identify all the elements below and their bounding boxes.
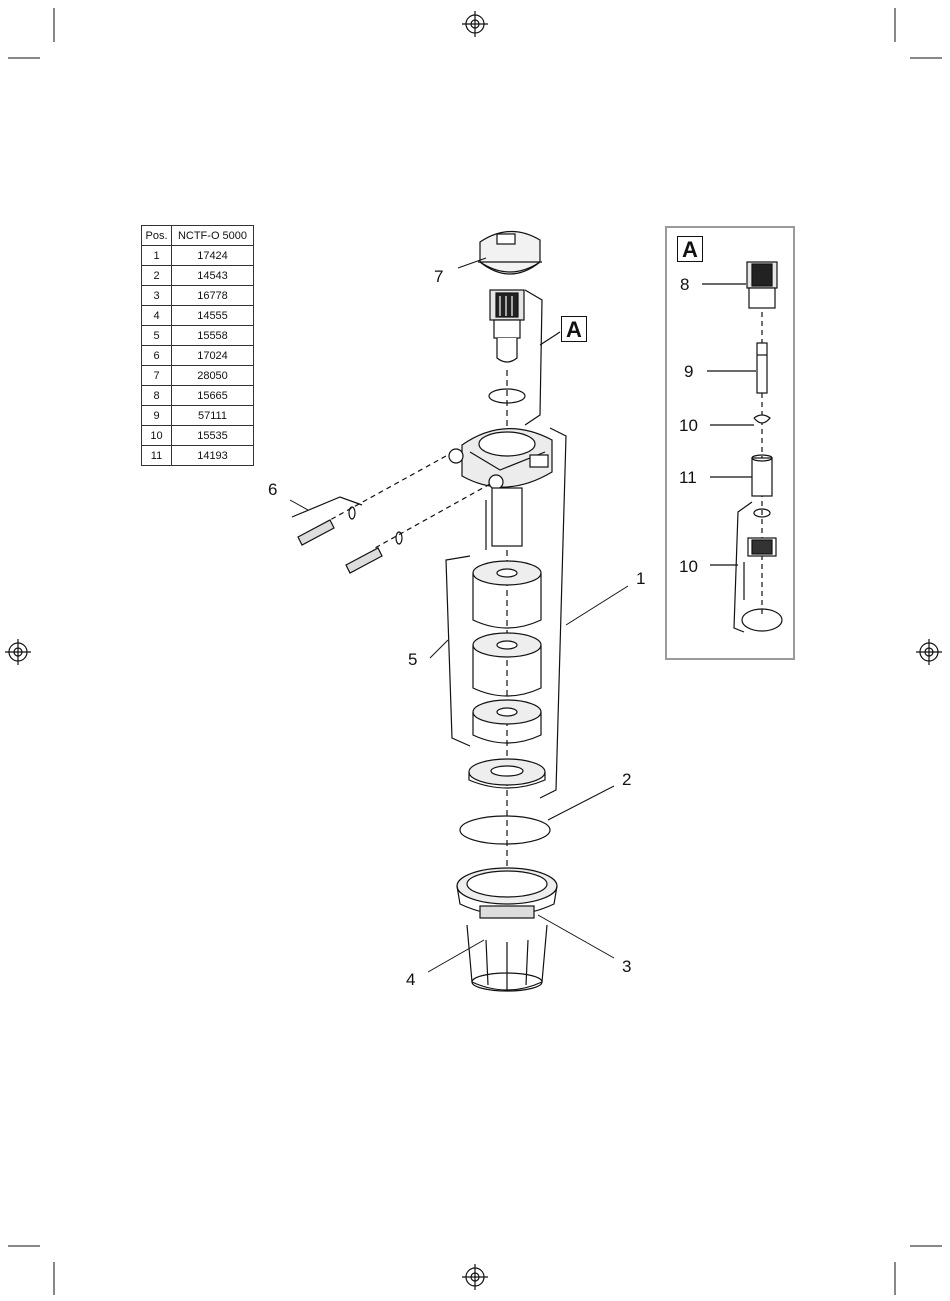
pos-cell: 3	[142, 286, 172, 306]
registration-mark-top	[462, 11, 488, 37]
part-1-base-plate	[469, 759, 545, 788]
registration-mark-right	[916, 639, 942, 665]
part-8-uvc-head	[490, 290, 524, 362]
callout-8: 8	[680, 276, 689, 293]
pos-cell: 1	[142, 246, 172, 266]
part-number-cell: 28050	[172, 366, 254, 386]
leader-lines	[290, 258, 628, 972]
callout-10-lower: 10	[679, 558, 698, 575]
part-1-housing-top	[449, 429, 552, 550]
callout-7: 7	[434, 268, 443, 285]
part-number-cell: 14555	[172, 306, 254, 326]
header-pos: Pos.	[142, 226, 172, 246]
part-number-cell: 57111	[172, 406, 254, 426]
part-number-cell: 17424	[172, 246, 254, 266]
part-number-cell: 14543	[172, 266, 254, 286]
pos-cell: 8	[142, 386, 172, 406]
pos-cell: 4	[142, 306, 172, 326]
part-number-cell: 14193	[172, 446, 254, 466]
callout-10-ring: 10	[679, 417, 698, 434]
registration-mark-left	[5, 639, 31, 665]
callout-9: 9	[684, 363, 693, 380]
pos-cell: 6	[142, 346, 172, 366]
part-4-container	[467, 925, 547, 991]
part-3-bayonet-ring	[457, 868, 557, 918]
pos-cell: 9	[142, 406, 172, 426]
detail-A-label: A	[677, 236, 703, 262]
crop-marks	[8, 8, 942, 1295]
parts-table-header-row: Pos. NCTF-O 5000	[142, 226, 254, 246]
pos-cell: 5	[142, 326, 172, 346]
part-6-hose-connectors	[292, 456, 490, 573]
part-7-lid-cap	[478, 231, 542, 274]
bracket-part-1	[540, 428, 566, 798]
part-number-cell: 17024	[172, 346, 254, 366]
part-number-cell: 15558	[172, 326, 254, 346]
part-5-filter-foams	[446, 556, 541, 746]
part-number-cell: 16778	[172, 286, 254, 306]
callout-2: 2	[622, 771, 631, 788]
callout-4: 4	[406, 971, 415, 988]
part-number-cell: 15665	[172, 386, 254, 406]
pos-cell: 10	[142, 426, 172, 446]
pos-cell: 7	[142, 366, 172, 386]
bracket-A	[525, 290, 542, 425]
detail-reference-A: A	[561, 316, 587, 342]
callout-11: 11	[679, 469, 697, 486]
callout-5: 5	[408, 651, 417, 668]
part-2-o-ring	[460, 816, 550, 844]
callout-3: 3	[622, 958, 631, 975]
pos-cell: 11	[142, 446, 172, 466]
registration-mark-bottom	[462, 1264, 488, 1290]
part-number-cell: 15535	[172, 426, 254, 446]
header-model: NCTF-O 5000	[172, 226, 254, 246]
callout-1: 1	[636, 570, 645, 587]
pos-cell: 2	[142, 266, 172, 286]
callout-6: 6	[268, 481, 277, 498]
